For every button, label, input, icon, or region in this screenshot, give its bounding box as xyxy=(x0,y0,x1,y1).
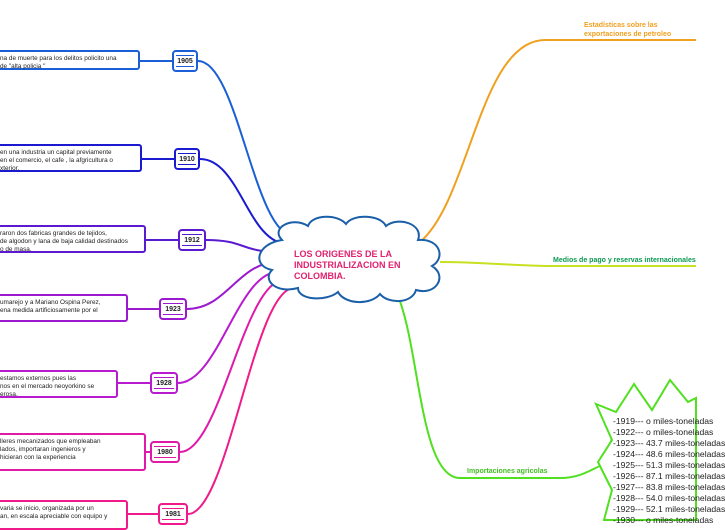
timeline-year-node[interactable]: 1923 xyxy=(159,298,187,320)
topic-payment-means[interactable]: Medios de pago y reservas internacionale… xyxy=(553,257,696,264)
mind-map-canvas xyxy=(118,39,697,521)
timeline-year-node[interactable]: 1912 xyxy=(178,229,206,251)
imports-stat-row: -1926--- 87.1 miles-toneladas xyxy=(613,471,725,481)
imports-stat-row: -1924--- 48.6 miles-toneladas xyxy=(613,449,725,459)
branch-connector xyxy=(439,261,696,267)
imports-star-shape xyxy=(594,378,697,521)
central-topic-title[interactable]: LOS ORIGENES DE LA INDUSTRIALIZACION EN … xyxy=(294,249,401,281)
central-cloud-shape xyxy=(258,215,441,303)
timeline-description-box[interactable]: umarejo y a Mariano Ospina Perez, ena me… xyxy=(0,294,128,322)
imports-stat-row: -1922--- o miles-toneladas xyxy=(613,427,714,437)
imports-stat-row: -1927--- 83.8 miles-toneladas xyxy=(613,482,725,492)
imports-stats-list: -1919--- o miles-toneladas -1922--- o mi… xyxy=(613,416,725,526)
branch-connector xyxy=(199,158,289,245)
timeline-year-node[interactable]: 1928 xyxy=(150,372,178,394)
imports-stat-row: -1929--- 52.1 miles-toneladas xyxy=(613,504,725,514)
timeline-year-node[interactable]: 1980 xyxy=(150,441,180,463)
branch-connector xyxy=(197,60,295,237)
branch-connector xyxy=(179,279,285,453)
timeline-description-box[interactable]: en una industria un capital previamente … xyxy=(0,144,142,172)
imports-stat-row: -1925--- 51.3 miles-toneladas xyxy=(613,460,725,470)
timeline-description-box[interactable]: na de muerte para los delitos policito u… xyxy=(0,50,140,70)
imports-stat-row: -1923--- 43.7 miles-toneladas xyxy=(613,438,725,448)
branch-connector xyxy=(177,271,279,384)
timeline-description-box[interactable]: varia se inicio, organizada por un an, e… xyxy=(0,500,128,530)
topic-export-stats[interactable]: Estadísticas sobre las exportaciones de … xyxy=(584,22,672,38)
branch-connector xyxy=(187,287,295,515)
imports-stat-row: -1928--- 54.0 miles-toneladas xyxy=(613,493,725,503)
branch-connector xyxy=(186,261,279,310)
timeline-description-box[interactable]: estamos externos pues las nos en el merc… xyxy=(0,370,118,398)
imports-stat-row: -1919--- o miles-toneladas xyxy=(613,416,714,426)
timeline-year-node[interactable]: 1981 xyxy=(158,503,188,525)
imports-stat-row: -1930--- o miles-toneladas xyxy=(613,515,714,525)
timeline-year-node[interactable]: 1910 xyxy=(174,148,200,170)
topic-agricultural-imports[interactable]: Importaciones agricolas xyxy=(467,468,548,475)
branch-connector xyxy=(419,39,696,243)
branch-connector xyxy=(397,295,601,479)
timeline-year-node[interactable]: 1905 xyxy=(172,50,198,72)
timeline-description-box[interactable]: raron dos fabricas grandes de tejidos, d… xyxy=(0,225,146,253)
timeline-description-box[interactable]: lleres mecanizados que empleaban lados, … xyxy=(0,433,146,471)
